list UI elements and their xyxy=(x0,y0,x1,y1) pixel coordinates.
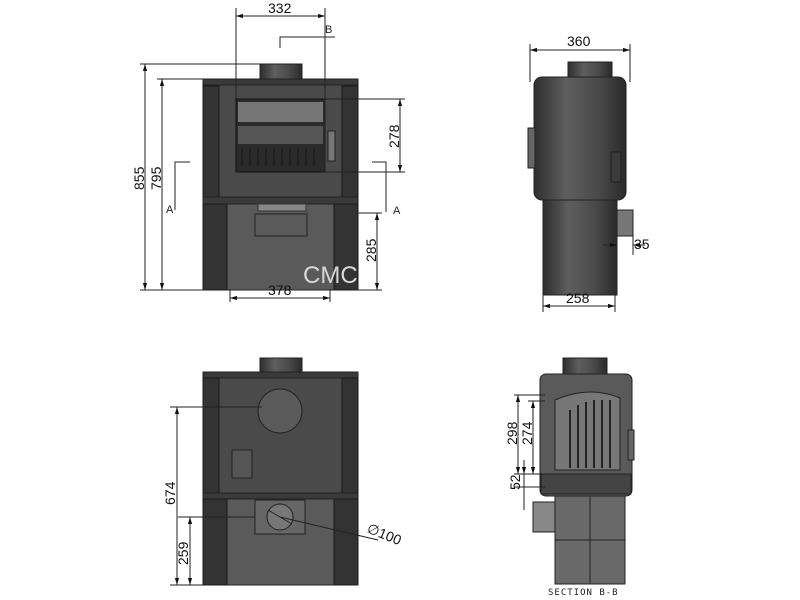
dim-total-height: 855 xyxy=(131,166,147,190)
dim-section-298: 298 xyxy=(504,421,520,445)
watermark: CMC xyxy=(303,262,358,289)
dim-flue-height: 674 xyxy=(162,481,178,505)
dim-base-depth: 258 xyxy=(566,290,590,306)
dim-base-height: 285 xyxy=(363,238,379,262)
side-view: 360 258 35 xyxy=(527,33,650,312)
dim-depth: 360 xyxy=(567,33,591,49)
dim-section-52: 52 xyxy=(507,474,523,490)
section-view: 298 274 52 SECTION B-B xyxy=(504,357,635,598)
section-label-a-left: A xyxy=(166,204,174,216)
dim-body-height: 795 xyxy=(148,166,164,190)
rear-view: ∅100 674 259 xyxy=(162,357,404,586)
front-view: 332 B 855 795 A A 278 285 378 xyxy=(131,0,405,302)
dim-top-width: 332 xyxy=(268,0,292,16)
dim-inlet-diameter: ∅100 xyxy=(365,520,404,548)
side-pedestal xyxy=(542,199,618,296)
dim-flue-offset: 35 xyxy=(634,236,650,252)
side-flue-outlet xyxy=(616,209,634,237)
dim-section-274: 274 xyxy=(519,421,535,445)
door-handle xyxy=(327,130,336,162)
section-label-b: B xyxy=(325,24,332,36)
dim-inlet-height: 259 xyxy=(175,541,191,565)
section-label-a-right: A xyxy=(393,205,401,217)
dim-base-width: 378 xyxy=(268,282,292,298)
flue-collar xyxy=(259,63,303,81)
dim-window-height: 278 xyxy=(386,124,402,148)
section-title: SECTION B-B xyxy=(548,588,619,598)
rear-flue-outlet xyxy=(257,388,303,434)
